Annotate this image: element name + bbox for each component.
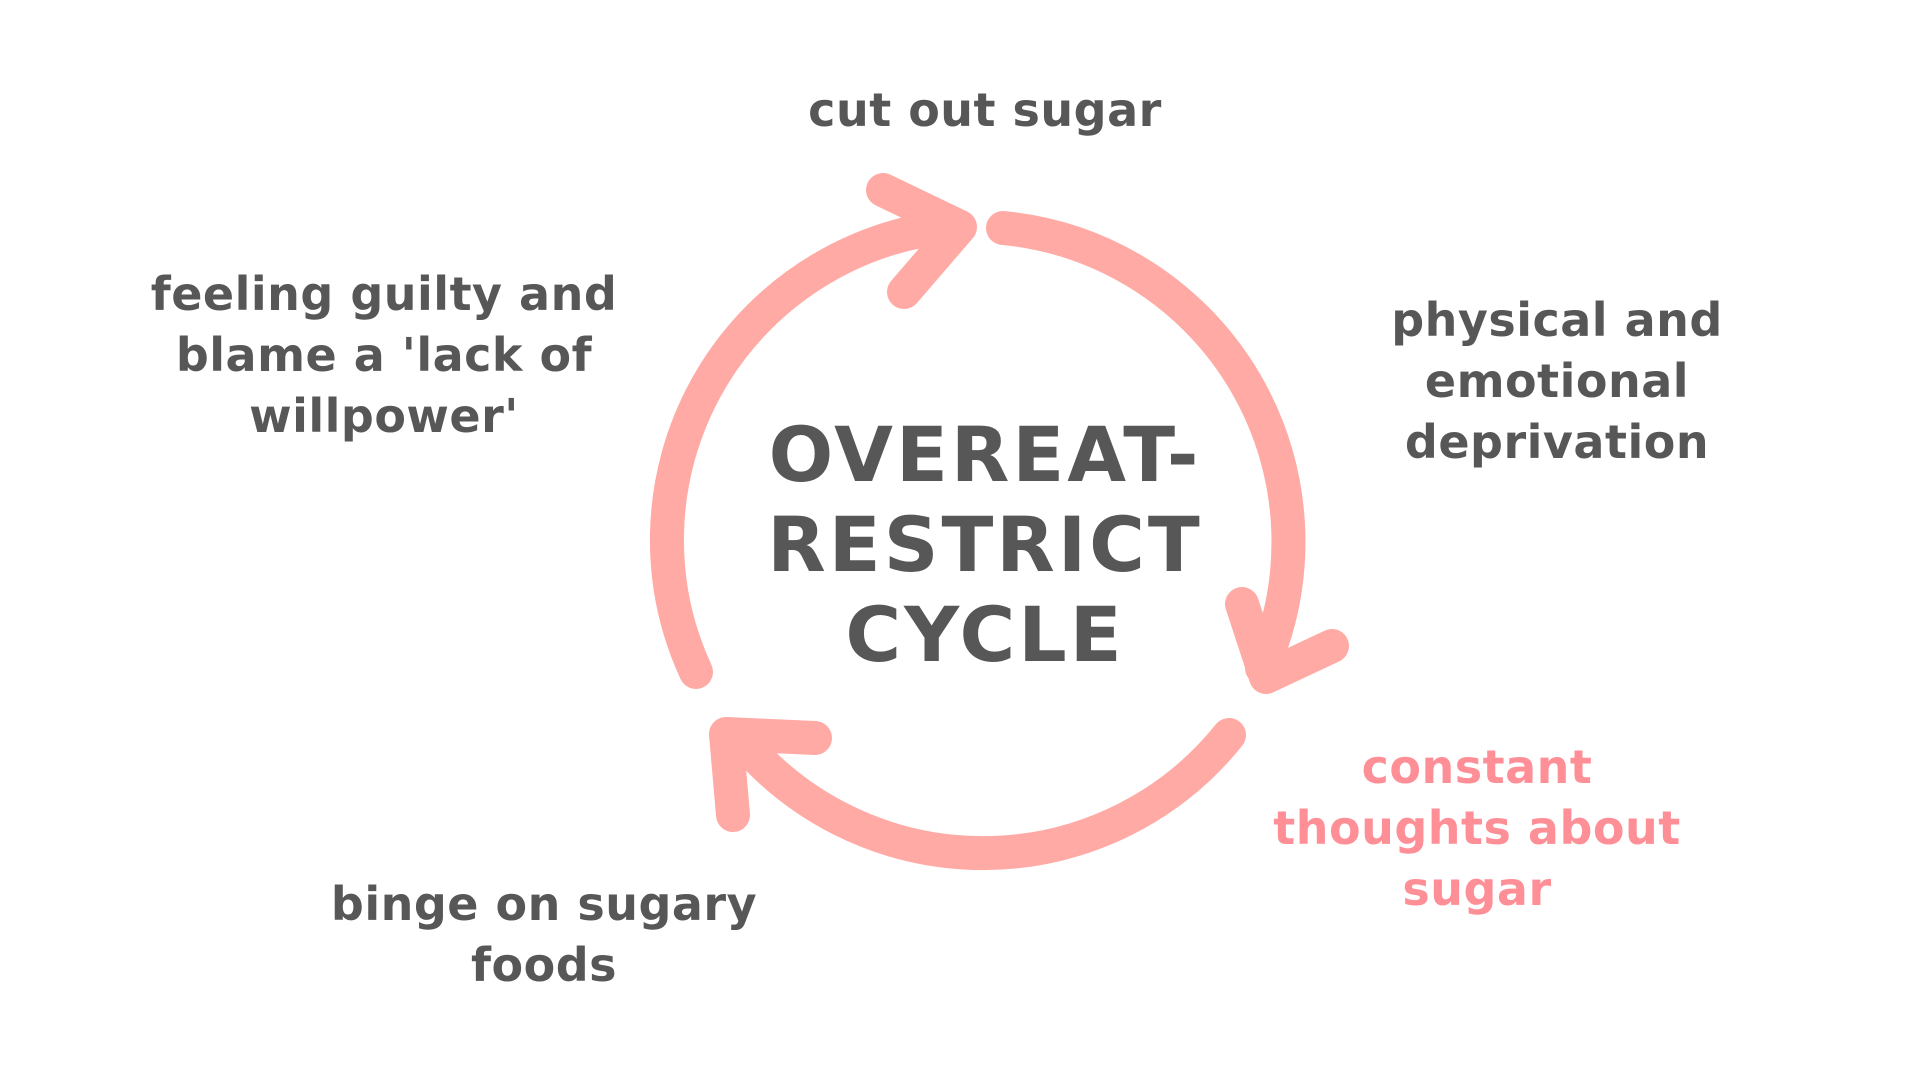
arrow-arc-left bbox=[649, 209, 972, 689]
arrow-arc-right bbox=[986, 211, 1306, 685]
title-line-2: RESTRICT bbox=[767, 500, 1203, 589]
arrow-arc-bottom bbox=[721, 718, 1246, 871]
title-line-3: CYCLE bbox=[845, 590, 1125, 679]
step-text: foods bbox=[470, 938, 618, 992]
step-binge: binge on sugary foods bbox=[331, 874, 757, 996]
step-text: emotional bbox=[1424, 354, 1690, 408]
step-text: deprivation bbox=[1404, 415, 1710, 469]
step-text: willpower' bbox=[249, 389, 519, 443]
step-deprivation: physical and emotional deprivation bbox=[1391, 290, 1723, 473]
step-text: physical and bbox=[1391, 293, 1723, 347]
step-text: cut out sugar bbox=[808, 83, 1162, 137]
step-cut-out-sugar: cut out sugar bbox=[808, 80, 1162, 141]
title-line-1: OVEREAT- bbox=[768, 410, 1202, 499]
cycle-title: OVEREAT- RESTRICT CYCLE bbox=[767, 410, 1202, 680]
step-text: blame a 'lack of bbox=[175, 328, 593, 382]
step-guilt: feeling guilty and blame a 'lack of will… bbox=[151, 264, 618, 447]
step-text: sugar bbox=[1402, 862, 1552, 916]
step-text: feeling guilty and bbox=[150, 267, 618, 321]
arrowhead-bottom-icon bbox=[709, 717, 832, 832]
step-text: binge on sugary bbox=[330, 877, 758, 931]
arrowhead-right-icon bbox=[1225, 587, 1349, 694]
arrowhead-top-icon bbox=[866, 173, 977, 309]
step-constant-thoughts: constant thoughts about sugar bbox=[1273, 737, 1680, 920]
step-text: thoughts about bbox=[1273, 801, 1681, 855]
step-text: constant bbox=[1361, 740, 1593, 794]
